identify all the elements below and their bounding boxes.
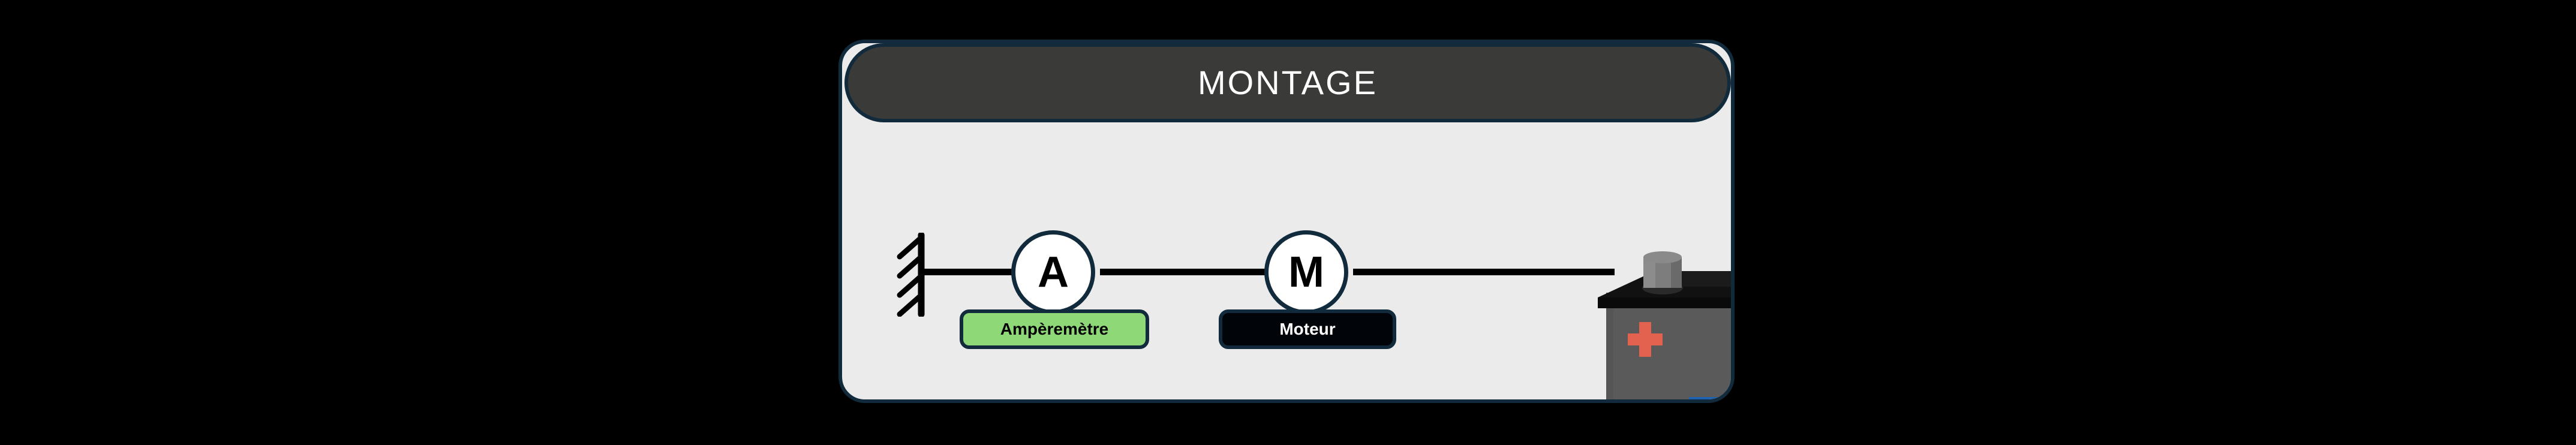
- ammeter-symbol[interactable]: A: [1011, 230, 1095, 314]
- ammeter-symbol-letter: A: [1038, 248, 1069, 296]
- circuit-diagram: A Ampèremètre M Moteur: [842, 43, 1731, 399]
- motor-label-text: Moteur: [1279, 320, 1336, 338]
- wall-support-icon: [888, 231, 930, 318]
- ammeter-label-text: Ampèremètre: [1000, 320, 1109, 338]
- wire-segment-middle: [1100, 269, 1273, 275]
- motor-symbol-letter: M: [1288, 248, 1324, 296]
- page-title: MONTAGE: [1198, 64, 1378, 101]
- wire-segment-left: [924, 269, 1020, 275]
- wire-segment-right: [1353, 269, 1615, 275]
- card-header: MONTAGE: [844, 43, 1731, 122]
- battery-icon[interactable]: [1593, 251, 1731, 399]
- motor-label-box[interactable]: Moteur: [1219, 309, 1396, 349]
- ammeter-label-box[interactable]: Ampèremètre: [960, 309, 1149, 349]
- motor-symbol[interactable]: M: [1264, 230, 1348, 314]
- montage-card: MONTAGE A Ampèr: [838, 40, 1735, 403]
